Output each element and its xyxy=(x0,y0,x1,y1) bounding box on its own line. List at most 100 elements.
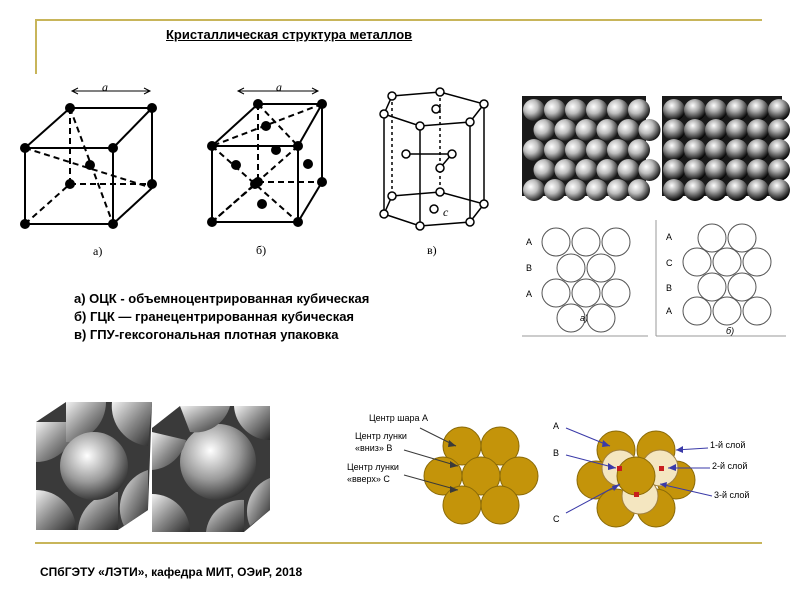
stack-sphere-outline xyxy=(712,247,742,277)
stack-sphere-outline xyxy=(727,272,757,302)
packing-sphere xyxy=(586,99,608,121)
stack-sphere-outline xyxy=(571,278,601,308)
packing-sphere xyxy=(607,99,629,121)
label-layer-2: 2-й слой xyxy=(712,461,748,471)
stack-sphere-outline xyxy=(571,227,601,257)
label-sphere-center-a: Центр шара А xyxy=(369,413,429,423)
footer-credit: СПбГЭТУ «ЛЭТИ», кафедра МИТ, ОЭиР, 2018 xyxy=(40,565,303,579)
packing-sphere xyxy=(596,159,619,181)
stack-a-letter-3: A xyxy=(526,289,533,299)
packing-sphere xyxy=(617,119,640,141)
packing-sphere xyxy=(684,179,706,201)
stack-sphere-outline xyxy=(682,296,712,326)
packing-sphere xyxy=(554,119,577,141)
top-border-line xyxy=(35,19,762,21)
lattice-param-c: c xyxy=(443,205,449,219)
packing-sphere xyxy=(663,119,685,141)
packing-sphere xyxy=(596,119,619,141)
packing-sphere xyxy=(544,179,566,201)
label-layer-a: А xyxy=(553,421,560,431)
label-hole-down-b: Центр лунки «вниз» В xyxy=(355,431,407,453)
stack-sphere-outline xyxy=(556,253,586,283)
packing-sphere xyxy=(607,139,629,161)
packing-sphere xyxy=(523,99,545,121)
packing-sphere xyxy=(523,179,545,201)
packing-sphere xyxy=(586,139,608,161)
packing-sphere xyxy=(726,159,748,181)
packing-sphere xyxy=(565,179,587,201)
lattice-param-b: a xyxy=(276,80,282,94)
packing-sphere xyxy=(726,139,748,161)
packing-sphere xyxy=(628,139,650,161)
lattice-param-a: a xyxy=(102,80,108,94)
packing-sphere xyxy=(768,139,790,161)
packing-sphere xyxy=(747,99,769,121)
packing-sphere xyxy=(726,179,748,201)
packing-sphere xyxy=(575,159,598,181)
structure-legend: а) ОЦК - объемноцентрированная кубическа… xyxy=(74,290,369,344)
packing-sphere xyxy=(747,139,769,161)
stack-sphere-outline xyxy=(601,278,631,308)
legend-bcc: а) ОЦК - объемноцентрированная кубическа… xyxy=(74,291,370,306)
packing-sphere xyxy=(726,119,748,141)
packing-sphere xyxy=(768,99,790,121)
stack-sphere-outline xyxy=(601,227,631,257)
legend-hcp: в) ГПУ-гексогональная плотная упаковка xyxy=(74,327,339,342)
packing-sphere xyxy=(768,179,790,201)
packing-sphere xyxy=(628,99,650,121)
stack-sphere-outline xyxy=(727,223,757,253)
packing-sphere xyxy=(628,179,650,201)
page-title: Кристаллическая структура металлов xyxy=(166,27,413,42)
packing-sphere xyxy=(705,99,727,121)
packing-sphere xyxy=(747,159,769,181)
left-border-line xyxy=(35,19,37,74)
packing-sphere xyxy=(575,119,598,141)
packing-sphere xyxy=(747,119,769,141)
packing-sphere xyxy=(638,119,661,141)
packing-sphere xyxy=(663,99,685,121)
fcc-packing-photo xyxy=(662,96,790,201)
label-layer-c: С xyxy=(553,514,560,524)
stack-sphere-outline xyxy=(697,272,727,302)
packing-sphere xyxy=(663,179,685,201)
sphere xyxy=(480,485,520,525)
sphere xyxy=(480,426,520,466)
packing-sphere xyxy=(638,159,661,181)
packing-sphere xyxy=(684,159,706,181)
packing-sphere xyxy=(684,99,706,121)
caption-b: б) xyxy=(256,243,267,257)
packing-sphere xyxy=(607,179,629,201)
fcc-unit-cell-render xyxy=(152,406,270,532)
stack-b-caption: б) xyxy=(726,326,735,336)
packing-sphere xyxy=(663,159,685,181)
label-layer-b: В xyxy=(553,448,560,458)
stack-sphere-outline xyxy=(742,247,772,277)
packing-sphere xyxy=(565,99,587,121)
stack-a-letter-2: B xyxy=(526,263,533,273)
bottom-border-line xyxy=(35,542,762,544)
label-layer-3: 3-й слой xyxy=(714,490,750,500)
label-layer-1: 1-й слой xyxy=(710,440,746,450)
stack-sphere-outline xyxy=(742,296,772,326)
sphere xyxy=(499,456,539,496)
stack-b-letter-3: B xyxy=(666,283,673,293)
packing-sphere xyxy=(747,179,769,201)
stack-sphere-outline xyxy=(712,296,742,326)
packing-sphere xyxy=(705,179,727,201)
packing-sphere xyxy=(523,139,545,161)
stack-sphere-outline xyxy=(697,223,727,253)
packing-sphere xyxy=(617,159,640,181)
packing-sphere xyxy=(705,139,727,161)
stack-b-letter-4: A xyxy=(666,306,673,316)
stack-sphere-outline xyxy=(541,278,571,308)
packing-sphere xyxy=(705,119,727,141)
stack-b-letter-2: C xyxy=(666,258,673,268)
packing-sphere xyxy=(565,139,587,161)
packing-sphere xyxy=(544,139,566,161)
